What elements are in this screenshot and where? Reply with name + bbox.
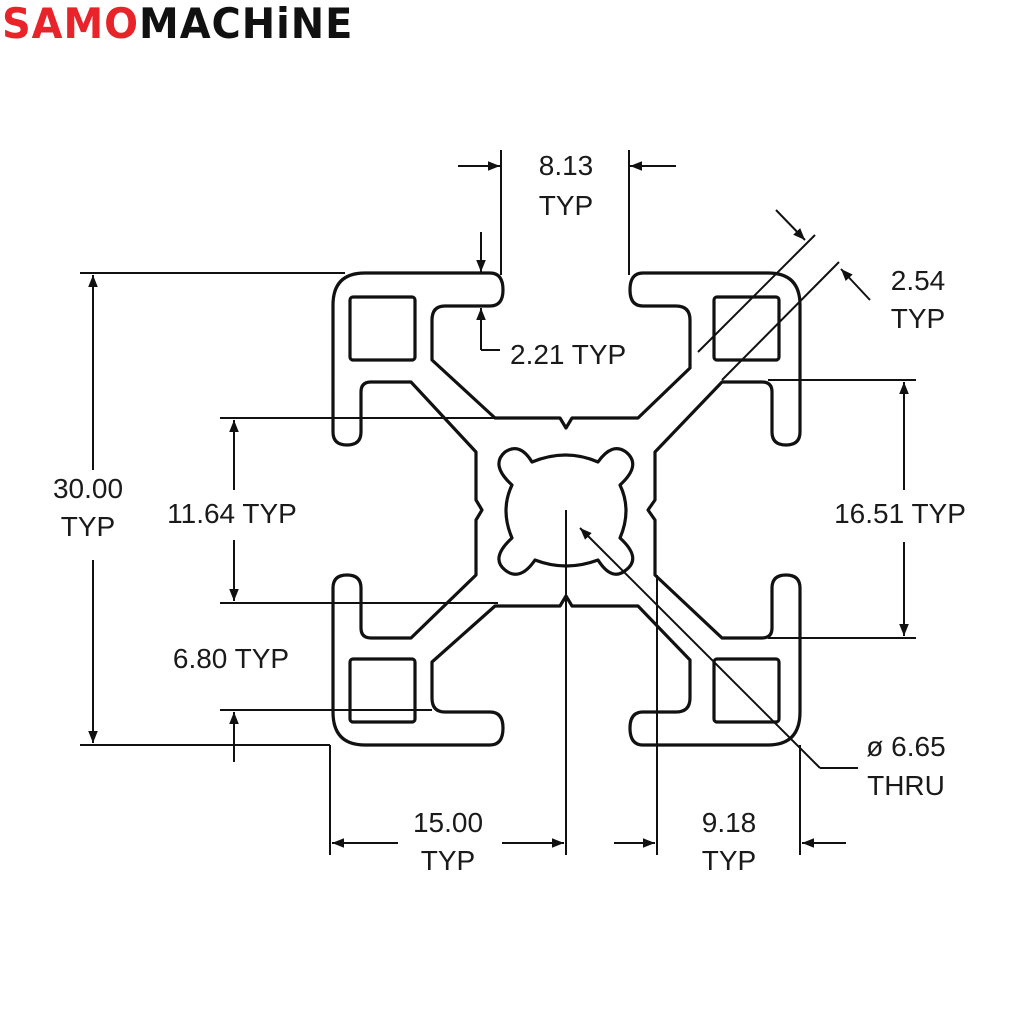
dim-height-suffix: TYP: [61, 511, 115, 542]
dim-inner-gap-suffix: TYP: [242, 498, 296, 529]
dim-half-width-suffix: TYP: [421, 845, 475, 876]
cavity-top-right: [712, 295, 781, 362]
cavity-bottom-left: [348, 657, 417, 724]
dim-height-value: 30.00: [53, 473, 123, 504]
dim-lip-label: 2.21 TYP: [510, 339, 626, 370]
profile-outline: [331, 271, 802, 747]
dim-lip-offset-label: 6.80 TYP: [173, 643, 289, 674]
dim-wall-suffix: TYP: [891, 303, 945, 334]
dim-lip-offset-suffix: TYP: [235, 643, 289, 674]
outer-contour: [331, 271, 802, 747]
brand-logo-part2: MACHiNE: [139, 0, 354, 48]
dim-bore-value: ø 6.65: [866, 731, 945, 762]
brand-logo-part1: SAMO: [2, 0, 140, 48]
cavity-bottom-right: [712, 657, 781, 724]
dim-half-width-value: 15.00: [413, 807, 483, 838]
dim-inner-gap-label: 11.64 TYP: [167, 498, 297, 529]
dim-corner-value: 9.18: [702, 807, 757, 838]
dim-slot-width-suffix: TYP: [539, 190, 593, 221]
brand-logo: SAMOMACHiNE: [2, 0, 353, 48]
dimension-lines: [80, 150, 916, 855]
dim-wall-value: 2.54: [891, 265, 946, 296]
dim-lip-offset-value: 6.80: [173, 643, 228, 674]
cavity-top-left: [348, 295, 417, 362]
dim-corner-suffix: TYP: [702, 845, 756, 876]
dim-slot-depth-label: 16.51 TYP: [834, 498, 966, 529]
dimension-labels: 8.13 TYP 2.54 TYP 2.21 TYP 30.00 TYP 11.…: [53, 150, 966, 876]
dim-lip-value: 2.21: [510, 339, 565, 370]
center-bore: [497, 447, 635, 576]
dim-bore-suffix: THRU: [867, 770, 945, 801]
dim-slot-depth-suffix: TYP: [911, 498, 965, 529]
dim-slot-depth-value: 16.51: [834, 498, 904, 529]
dim-slot-width-value: 8.13: [539, 150, 594, 181]
dim-lip-suffix: TYP: [572, 339, 626, 370]
dim-inner-gap-value: 11.64: [167, 498, 235, 529]
